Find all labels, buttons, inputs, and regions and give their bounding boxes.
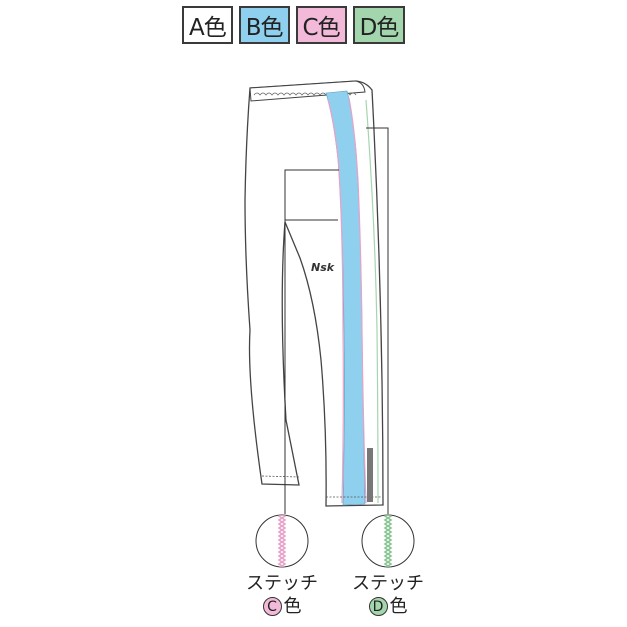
caption-stitch-c: ステッチ C 色	[227, 572, 337, 618]
caption-stitch-c-label: ステッチ	[246, 573, 318, 594]
stripe-stitch-left	[327, 99, 344, 504]
legend-chip-b: B色	[238, 6, 290, 44]
reflective-tab	[367, 448, 373, 502]
caption-stitch-c-suffix: 色	[283, 596, 302, 617]
waistband	[249, 80, 366, 102]
left-hem	[261, 475, 300, 478]
stripe-stitch-right	[348, 97, 367, 504]
leader-line-right	[366, 127, 389, 514]
zoom-circle-left	[255, 514, 309, 568]
legend-chip-c: C色	[295, 6, 347, 44]
circle-letter-c: C	[262, 597, 282, 616]
zoom-circle-right	[361, 514, 415, 568]
legend-chip-a: A色	[182, 6, 233, 44]
leader-line-left	[284, 169, 339, 514]
color-legend: A色 B色 C色 D色	[182, 6, 406, 44]
caption-stitch-d-suffix: 色	[389, 596, 408, 617]
outer-seam-stitch	[365, 99, 379, 504]
caption-stitch-d-label: ステッチ	[352, 573, 424, 594]
circle-letter-d: D	[368, 597, 388, 616]
legend-chip-d: D色	[352, 6, 406, 44]
caption-stitch-d: ステッチ D 色	[333, 572, 443, 618]
brand-logo: Nsk	[311, 261, 335, 274]
